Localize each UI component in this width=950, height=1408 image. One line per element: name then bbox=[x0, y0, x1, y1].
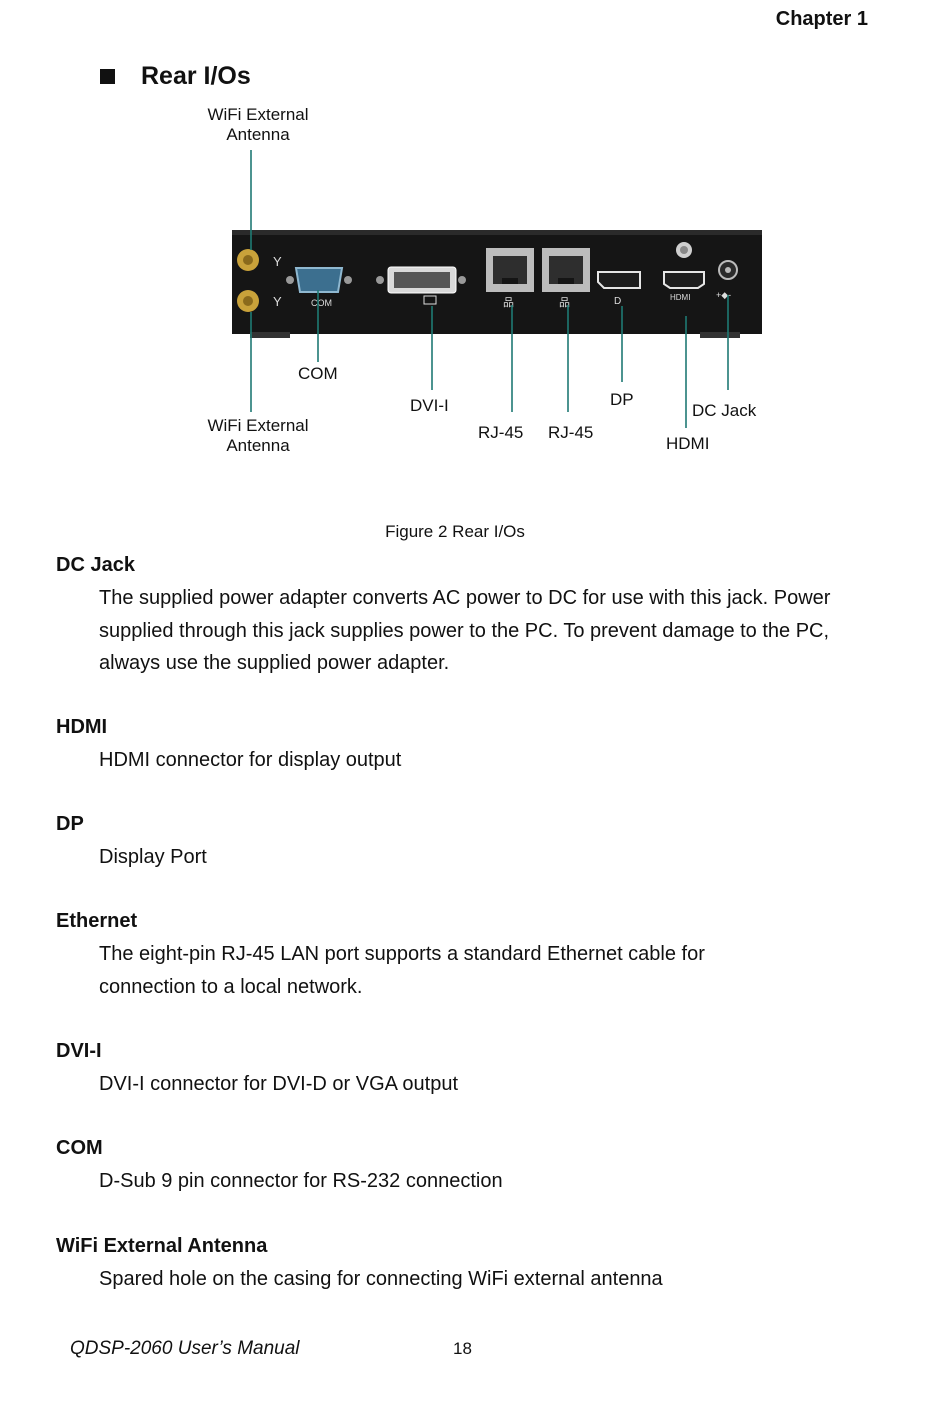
section-title: Rear I/Os bbox=[141, 62, 251, 90]
label-rj45-1: RJ-45 bbox=[478, 423, 524, 442]
hdmi-panel-text: HDMI bbox=[670, 293, 690, 302]
svg-text:Y: Y bbox=[273, 294, 282, 309]
desc-dvi: DVI-I DVI-I connector for DVI-D or VGA o… bbox=[56, 1038, 876, 1101]
hdmi-connector: HDMI bbox=[663, 271, 705, 302]
displayport-connector: D bbox=[597, 271, 641, 307]
label-com: COM bbox=[298, 364, 338, 383]
desc-term: WiFi External Antenna bbox=[56, 1235, 268, 1257]
com-panel-text: COM bbox=[311, 298, 332, 308]
desc-dp: DP Display Port bbox=[56, 811, 876, 874]
leader-lines bbox=[250, 150, 729, 428]
desc-text: The supplied power adapter converts AC p… bbox=[99, 587, 831, 674]
section-heading: Rear I/Os bbox=[100, 62, 251, 91]
desc-term: HDMI bbox=[56, 716, 108, 738]
wifi-antenna-bottom-connector: Y bbox=[237, 290, 282, 312]
figure-caption: Figure 2 Rear I/Os bbox=[385, 522, 525, 541]
power-button bbox=[676, 242, 692, 258]
label-wifi-bottom: WiFi External Antenna bbox=[207, 416, 309, 455]
desc-wifi-antenna: WiFi External Antenna Spared hole on the… bbox=[56, 1233, 876, 1296]
desc-text: DVI-I connector for DVI-D or VGA output bbox=[99, 1073, 459, 1095]
desc-text: Display Port bbox=[99, 846, 207, 868]
desc-ethernet: Ethernet The eight-pin RJ-45 LAN port su… bbox=[56, 908, 876, 1003]
desc-text: Spared hole on the casing for connecting… bbox=[99, 1268, 663, 1290]
label-dvi: DVI-I bbox=[410, 396, 449, 415]
svg-text:+◆-: +◆- bbox=[716, 290, 731, 300]
wifi-antenna-top-connector: Y bbox=[237, 249, 282, 271]
desc-text: HDMI connector for display output bbox=[99, 749, 402, 771]
desc-com: COM D-Sub 9 pin connector for RS-232 con… bbox=[56, 1135, 876, 1198]
dc-jack-connector: +◆- bbox=[716, 260, 738, 300]
label-hdmi: HDMI bbox=[666, 434, 710, 453]
desc-term: COM bbox=[56, 1137, 103, 1159]
chassis-foot-left bbox=[250, 332, 290, 338]
chapter-heading: Chapter 1 bbox=[775, 8, 868, 30]
rear-panel-illustration: Y Y COM 品 bbox=[232, 150, 762, 428]
desc-term: DC Jack bbox=[56, 554, 135, 576]
rj45-port-2-connector: 品 bbox=[542, 248, 590, 309]
svg-text:品: 品 bbox=[503, 296, 514, 309]
square-bullet-icon bbox=[100, 69, 115, 84]
label-dp: DP bbox=[610, 390, 634, 409]
com-port-connector: COM bbox=[286, 267, 352, 308]
svg-text:D: D bbox=[614, 296, 621, 307]
rear-io-figure: Y Y COM 品 bbox=[190, 100, 790, 470]
chassis-foot-right bbox=[700, 332, 740, 338]
footer-manual-title: QDSP-2060 User’s Manual bbox=[70, 1338, 300, 1359]
label-dc-jack: DC Jack bbox=[692, 401, 757, 420]
label-rj45-2: RJ-45 bbox=[548, 423, 594, 442]
dvi-port-connector bbox=[376, 266, 466, 305]
desc-dc-jack: DC Jack The supplied power adapter conve… bbox=[56, 552, 876, 680]
svg-text:品: 品 bbox=[559, 296, 570, 309]
label-wifi-top: WiFi External Antenna bbox=[207, 105, 309, 144]
desc-term: Ethernet bbox=[56, 910, 138, 932]
rj45-port-1-connector: 品 bbox=[486, 248, 534, 309]
desc-term: DVI-I bbox=[56, 1040, 102, 1062]
svg-text:Y: Y bbox=[273, 254, 282, 269]
chassis-top-edge bbox=[232, 230, 762, 235]
desc-text: D-Sub 9 pin connector for RS-232 connect… bbox=[99, 1170, 503, 1192]
footer-page-number: 18 bbox=[453, 1339, 472, 1358]
desc-text: The eight-pin RJ-45 LAN port supports a … bbox=[99, 943, 705, 998]
desc-term: DP bbox=[56, 813, 84, 835]
desc-hdmi: HDMI HDMI connector for display output bbox=[56, 714, 876, 777]
